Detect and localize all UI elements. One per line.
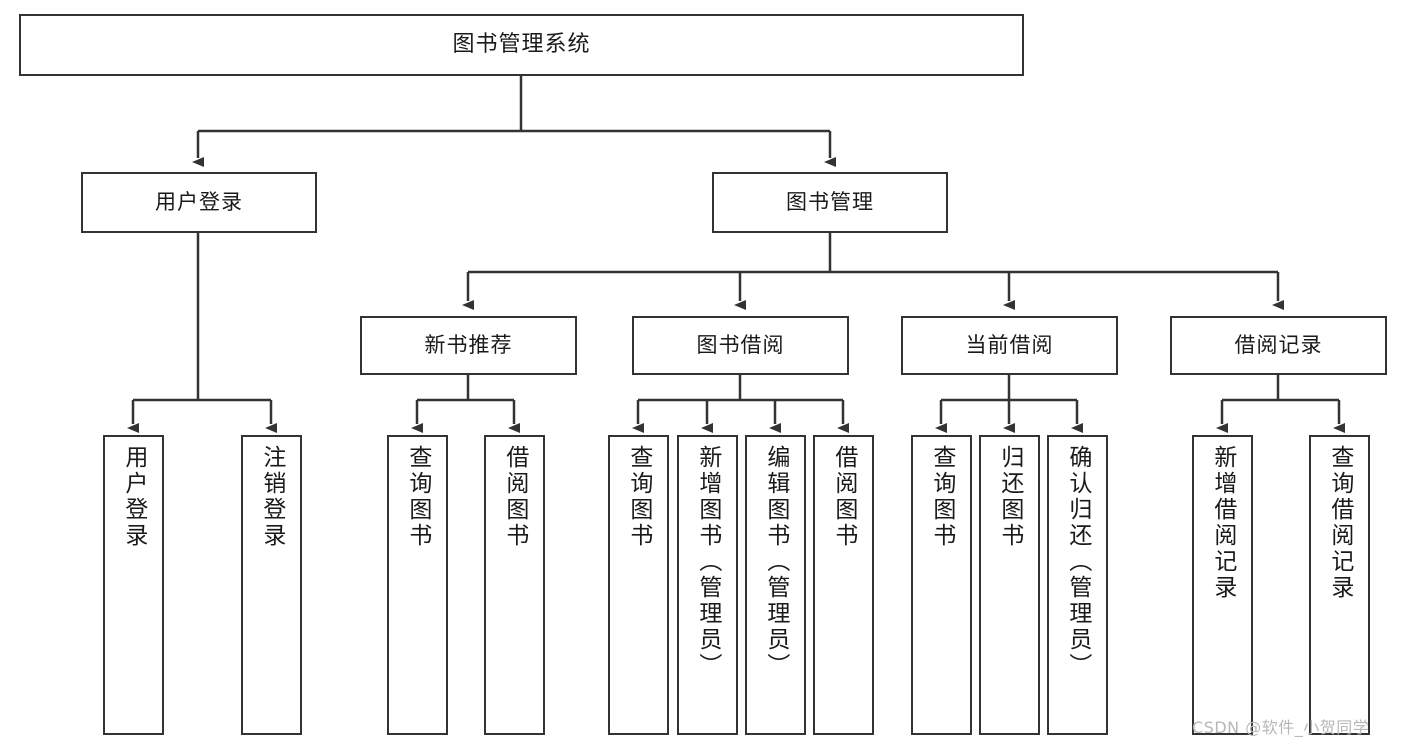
leaf-recommend-borrow-book[interactable]: 借阅图书	[484, 435, 545, 735]
leaf-label: 新增图书（管理员）	[694, 445, 721, 679]
leaf-label: 查询图书	[404, 445, 431, 549]
leaf-label: 查询图书	[625, 445, 652, 549]
node-current-borrow[interactable]: 当前借阅	[901, 316, 1118, 375]
node-borrow-record[interactable]: 借阅记录	[1170, 316, 1387, 375]
leaf-user-login[interactable]: 用户登录	[103, 435, 164, 735]
leaf-logout-login[interactable]: 注销登录	[241, 435, 302, 735]
leaf-borrow-edit-book-admin[interactable]: 编辑图书（管理员）	[745, 435, 806, 735]
node-root[interactable]: 图书管理系统	[19, 14, 1024, 76]
leaf-borrow-borrow-book[interactable]: 借阅图书	[813, 435, 874, 735]
leaf-label: 确认归还（管理员）	[1064, 445, 1091, 679]
watermark-text: CSDN @软件_小贺同学	[1192, 718, 1370, 737]
leaf-current-confirm-return-admin[interactable]: 确认归还（管理员）	[1047, 435, 1108, 735]
leaf-record-add-borrow-record[interactable]: 新增借阅记录	[1192, 435, 1253, 735]
leaf-label: 注销登录	[258, 445, 285, 549]
leaf-current-return-book[interactable]: 归还图书	[979, 435, 1040, 735]
leaf-borrow-add-book-admin[interactable]: 新增图书（管理员）	[677, 435, 738, 735]
node-user-login[interactable]: 用户登录	[81, 172, 317, 233]
leaf-current-query-book[interactable]: 查询图书	[911, 435, 972, 735]
leaf-recommend-query-book[interactable]: 查询图书	[387, 435, 448, 735]
leaf-label: 编辑图书（管理员）	[762, 445, 789, 679]
leaf-label: 借阅图书	[501, 445, 528, 549]
leaf-record-query-borrow-record[interactable]: 查询借阅记录	[1309, 435, 1370, 735]
leaf-borrow-query-book[interactable]: 查询图书	[608, 435, 669, 735]
node-new-book-recommend[interactable]: 新书推荐	[360, 316, 577, 375]
leaf-label: 归还图书	[996, 445, 1023, 549]
leaf-label: 查询图书	[928, 445, 955, 549]
leaf-label: 新增借阅记录	[1209, 445, 1236, 601]
leaf-label: 借阅图书	[830, 445, 857, 549]
leaf-label: 查询借阅记录	[1326, 445, 1353, 601]
node-book-borrow[interactable]: 图书借阅	[632, 316, 849, 375]
leaf-label: 用户登录	[120, 445, 147, 549]
node-book-management[interactable]: 图书管理	[712, 172, 948, 233]
